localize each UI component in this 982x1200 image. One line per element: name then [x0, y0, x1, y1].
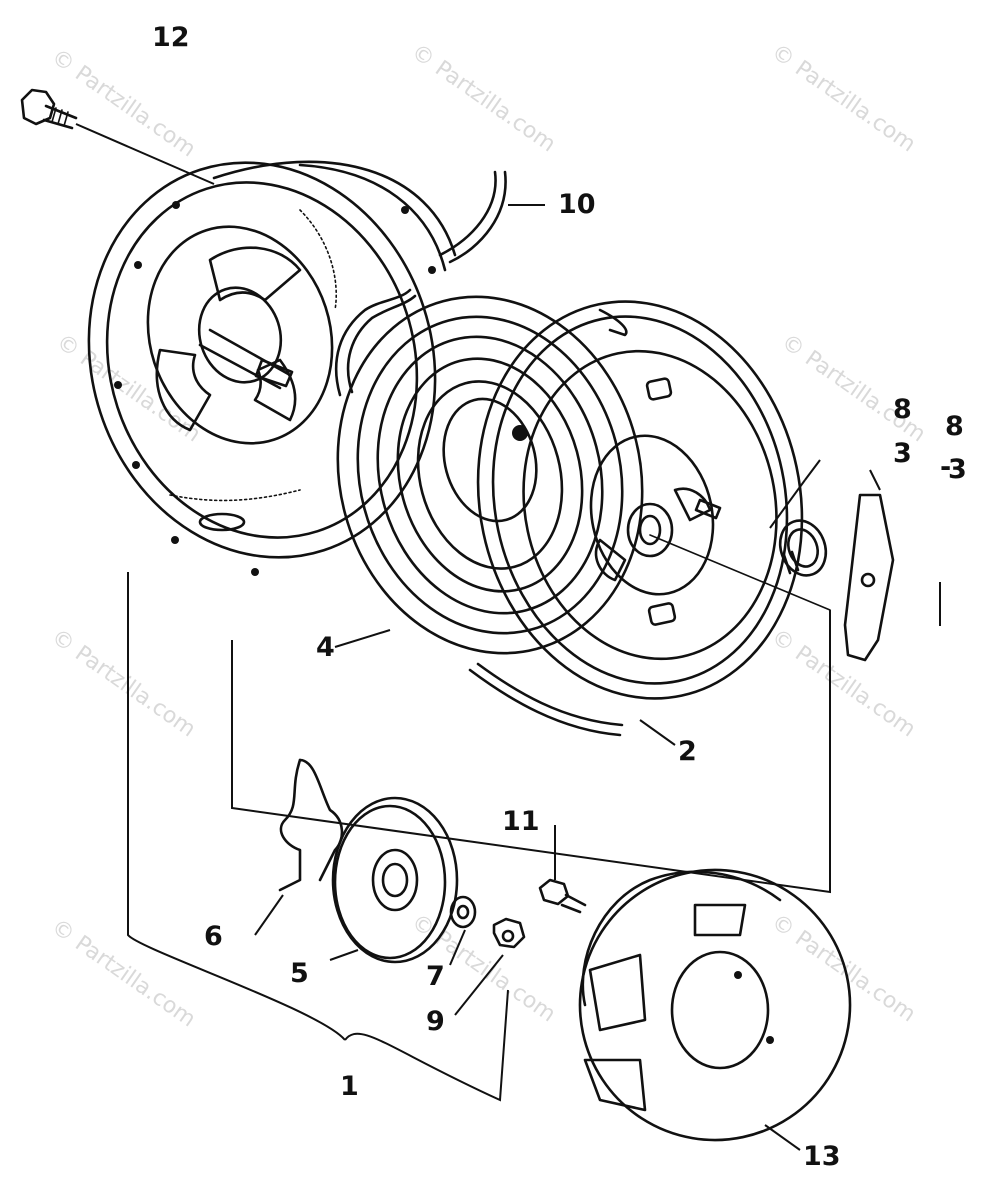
watermark: © Partzilla.com [52, 329, 205, 447]
callout-13: 13 [803, 1141, 841, 1172]
assembly-outline [127, 572, 941, 1102]
washer-7 [449, 895, 477, 966]
callout-11: 11 [502, 806, 540, 837]
spring-clip-6 [254, 758, 344, 936]
pawl-3 [843, 469, 895, 662]
callouts: 12 10 8 8 3 - 3 4 2 11 6 5 7 9 1 13 [152, 22, 967, 1172]
watermarks: © Partzilla.com © Partzilla.com © Partzi… [47, 39, 930, 1032]
watermark: © Partzilla.com [777, 329, 930, 447]
callout-dash: - [940, 452, 951, 483]
friction-plate-5 [329, 796, 459, 964]
starter-cup-13 [578, 868, 852, 1151]
callout-8: 8 [893, 394, 912, 425]
callout-7: 7 [426, 961, 445, 992]
callout-6: 6 [204, 921, 223, 952]
callout-3b: 3 [948, 454, 967, 485]
callout-12: 12 [152, 22, 190, 53]
callout-1: 1 [340, 1071, 359, 1102]
callout-8b: 8 [945, 411, 964, 442]
callout-5: 5 [290, 958, 309, 989]
nut-9 [454, 917, 526, 1016]
watermark: © Partzilla.com [767, 909, 920, 1027]
watermark: © Partzilla.com [767, 39, 920, 157]
callout-9: 9 [426, 1006, 445, 1037]
bolt-11 [538, 825, 587, 914]
callout-2: 2 [678, 736, 697, 767]
watermark: © Partzilla.com [47, 624, 200, 742]
callout-10: 10 [558, 189, 596, 220]
callout-4: 4 [316, 632, 335, 663]
spring-8 [649, 459, 831, 611]
recoil-spring-4 [334, 295, 644, 655]
pulley-2 [476, 300, 804, 746]
watermark: © Partzilla.com [407, 39, 560, 157]
watermark: © Partzilla.com [767, 624, 920, 742]
callout-3: 3 [893, 438, 912, 469]
watermark: © Partzilla.com [47, 914, 200, 1032]
rope-10 [334, 170, 624, 737]
